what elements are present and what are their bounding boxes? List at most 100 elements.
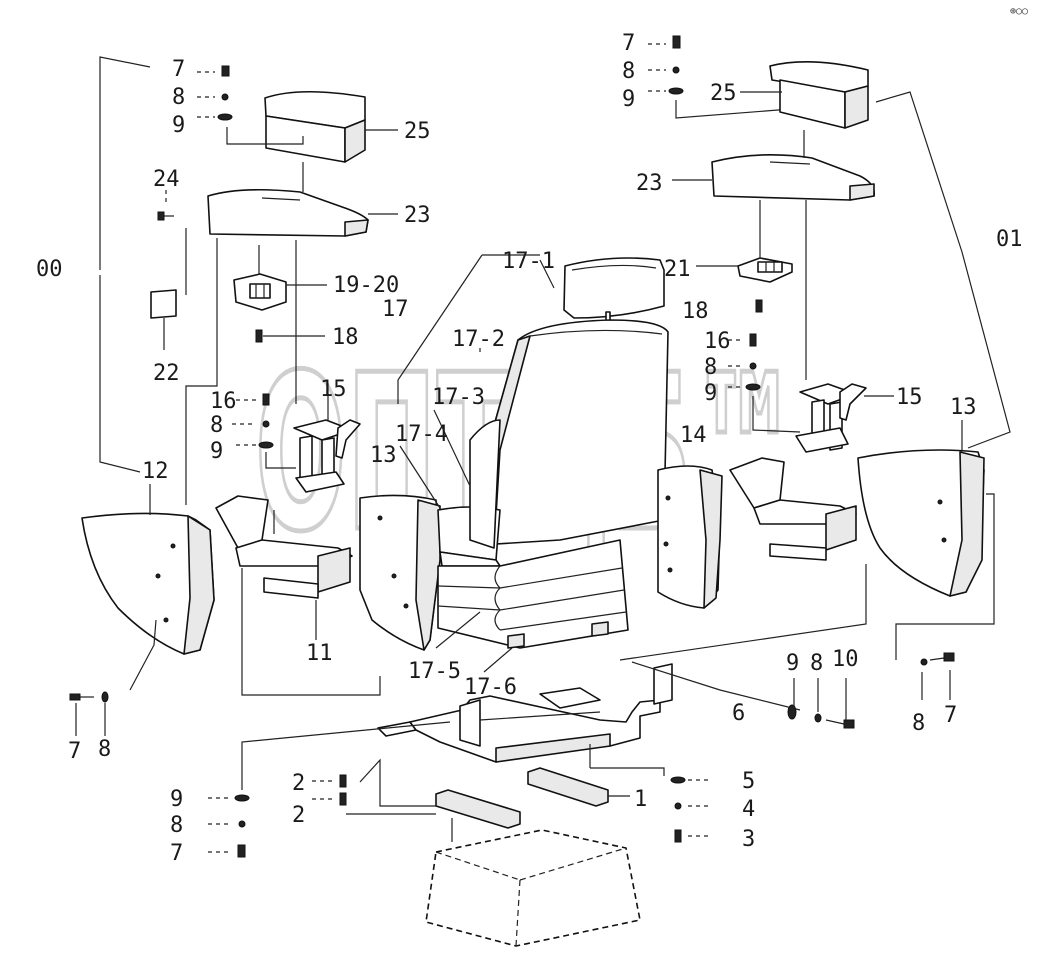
callout-00: 00 <box>36 257 63 282</box>
callout-23: 23 <box>636 171 663 196</box>
callout-7: 7 <box>170 841 183 866</box>
bolt-icon <box>339 792 347 806</box>
callout-7: 7 <box>622 31 635 56</box>
callout-9: 9 <box>210 439 223 464</box>
spring-washer-icon <box>672 66 680 74</box>
callout-22: 22 <box>153 361 180 386</box>
callout-8: 8 <box>170 813 183 838</box>
right-armrest-group <box>619 35 1011 700</box>
callout-17-1: 17-1 <box>502 249 555 274</box>
callout-8: 8 <box>622 59 635 84</box>
callout-24: 24 <box>153 167 180 192</box>
callout-13: 13 <box>950 395 977 420</box>
armrest-support-left <box>215 495 353 599</box>
callout-21: 21 <box>664 257 691 282</box>
bolt-icon <box>755 299 763 313</box>
callout-8: 8 <box>98 737 111 762</box>
flat-washer-icon <box>258 441 274 449</box>
screw-icon <box>157 211 174 221</box>
callout-9: 9 <box>704 381 717 406</box>
slide-rail-right <box>527 767 609 807</box>
callout-9: 9 <box>172 113 185 138</box>
callout-5: 5 <box>742 769 755 794</box>
bolt-icon <box>749 333 757 347</box>
bolt-icon <box>221 65 230 77</box>
callout-17-5: 17-5 <box>408 659 461 684</box>
bolt-icon <box>255 329 263 343</box>
bolt-icon <box>262 393 270 406</box>
callout-1: 1 <box>634 787 647 812</box>
callout-9: 9 <box>622 87 635 112</box>
washer-icon <box>920 658 928 666</box>
callout-8: 8 <box>210 413 223 438</box>
callout-9: 9 <box>170 787 183 812</box>
headrest <box>563 257 665 323</box>
callout-17-4: 17-4 <box>395 422 448 447</box>
side-cover-right <box>857 449 985 597</box>
seat-suspension <box>437 539 629 649</box>
bracket-plate-left <box>150 289 177 319</box>
callout-19-20: 19-20 <box>333 273 399 298</box>
callout-11: 11 <box>306 641 333 666</box>
seat-cushion <box>437 419 501 567</box>
flat-washer-icon <box>234 794 250 802</box>
seat-base-group <box>208 661 855 947</box>
corner-mark: ⊕○○ <box>1010 6 1028 17</box>
callout-25: 25 <box>710 81 737 106</box>
washer-icon <box>787 704 797 720</box>
callout-8: 8 <box>912 711 925 736</box>
armrest-hinge-right <box>795 383 867 453</box>
callout-16: 16 <box>704 329 731 354</box>
bolt-icon <box>339 774 347 788</box>
seat-assembly <box>397 254 669 673</box>
washer-icon <box>101 691 109 703</box>
callout-16: 16 <box>210 389 237 414</box>
callout-01: 01 <box>996 227 1023 252</box>
callout-2: 2 <box>292 803 305 828</box>
callout-18: 18 <box>332 325 359 350</box>
bolt-icon <box>237 844 246 858</box>
callout-9: 9 <box>786 651 799 676</box>
seat-slide-rails <box>507 621 609 649</box>
bolt-icon <box>674 829 682 843</box>
spring-washer-icon <box>262 420 270 428</box>
flat-washer-icon <box>217 113 233 121</box>
bolt-icon <box>825 719 855 729</box>
armrest-support-right <box>729 457 857 561</box>
callout-10: 10 <box>832 647 859 672</box>
left-armrest-group <box>69 56 441 736</box>
callout-15: 15 <box>896 385 923 410</box>
callout-8: 8 <box>172 85 185 110</box>
callout-17-3: 17-3 <box>432 385 485 410</box>
callout-7: 7 <box>172 57 185 82</box>
spring-washer-icon <box>749 362 757 370</box>
slide-rail-left <box>435 789 521 829</box>
callout-17-2: 17-2 <box>452 327 505 352</box>
callout-2: 2 <box>292 771 305 796</box>
callout-25: 25 <box>404 119 431 144</box>
callout-12: 12 <box>142 459 169 484</box>
armrest-pad-right <box>769 61 869 129</box>
callout-23: 23 <box>404 203 431 228</box>
armrest-lock-left <box>233 273 287 311</box>
callout-6: 6 <box>732 701 745 726</box>
callout-8: 8 <box>704 355 717 380</box>
callout-17: 17 <box>382 297 409 322</box>
side-cover-center-right <box>657 465 723 609</box>
bolt-icon <box>69 693 94 701</box>
callout-7: 7 <box>944 703 957 728</box>
armrest-hinge-left <box>293 419 361 493</box>
armrest-left <box>207 188 369 237</box>
callout-13: 13 <box>370 443 397 468</box>
spring-washer-icon <box>221 93 229 101</box>
spring-washer-icon <box>238 820 246 828</box>
base-platform <box>425 829 641 947</box>
callout-14: 14 <box>680 423 707 448</box>
flat-washer-icon <box>668 87 684 95</box>
callout-3: 3 <box>742 827 755 852</box>
armrest-right <box>711 154 876 201</box>
flat-washer-icon <box>670 776 686 784</box>
bolt-icon <box>672 35 681 49</box>
callout-17-6: 17-6 <box>464 675 517 700</box>
spring-washer-icon <box>674 802 682 810</box>
